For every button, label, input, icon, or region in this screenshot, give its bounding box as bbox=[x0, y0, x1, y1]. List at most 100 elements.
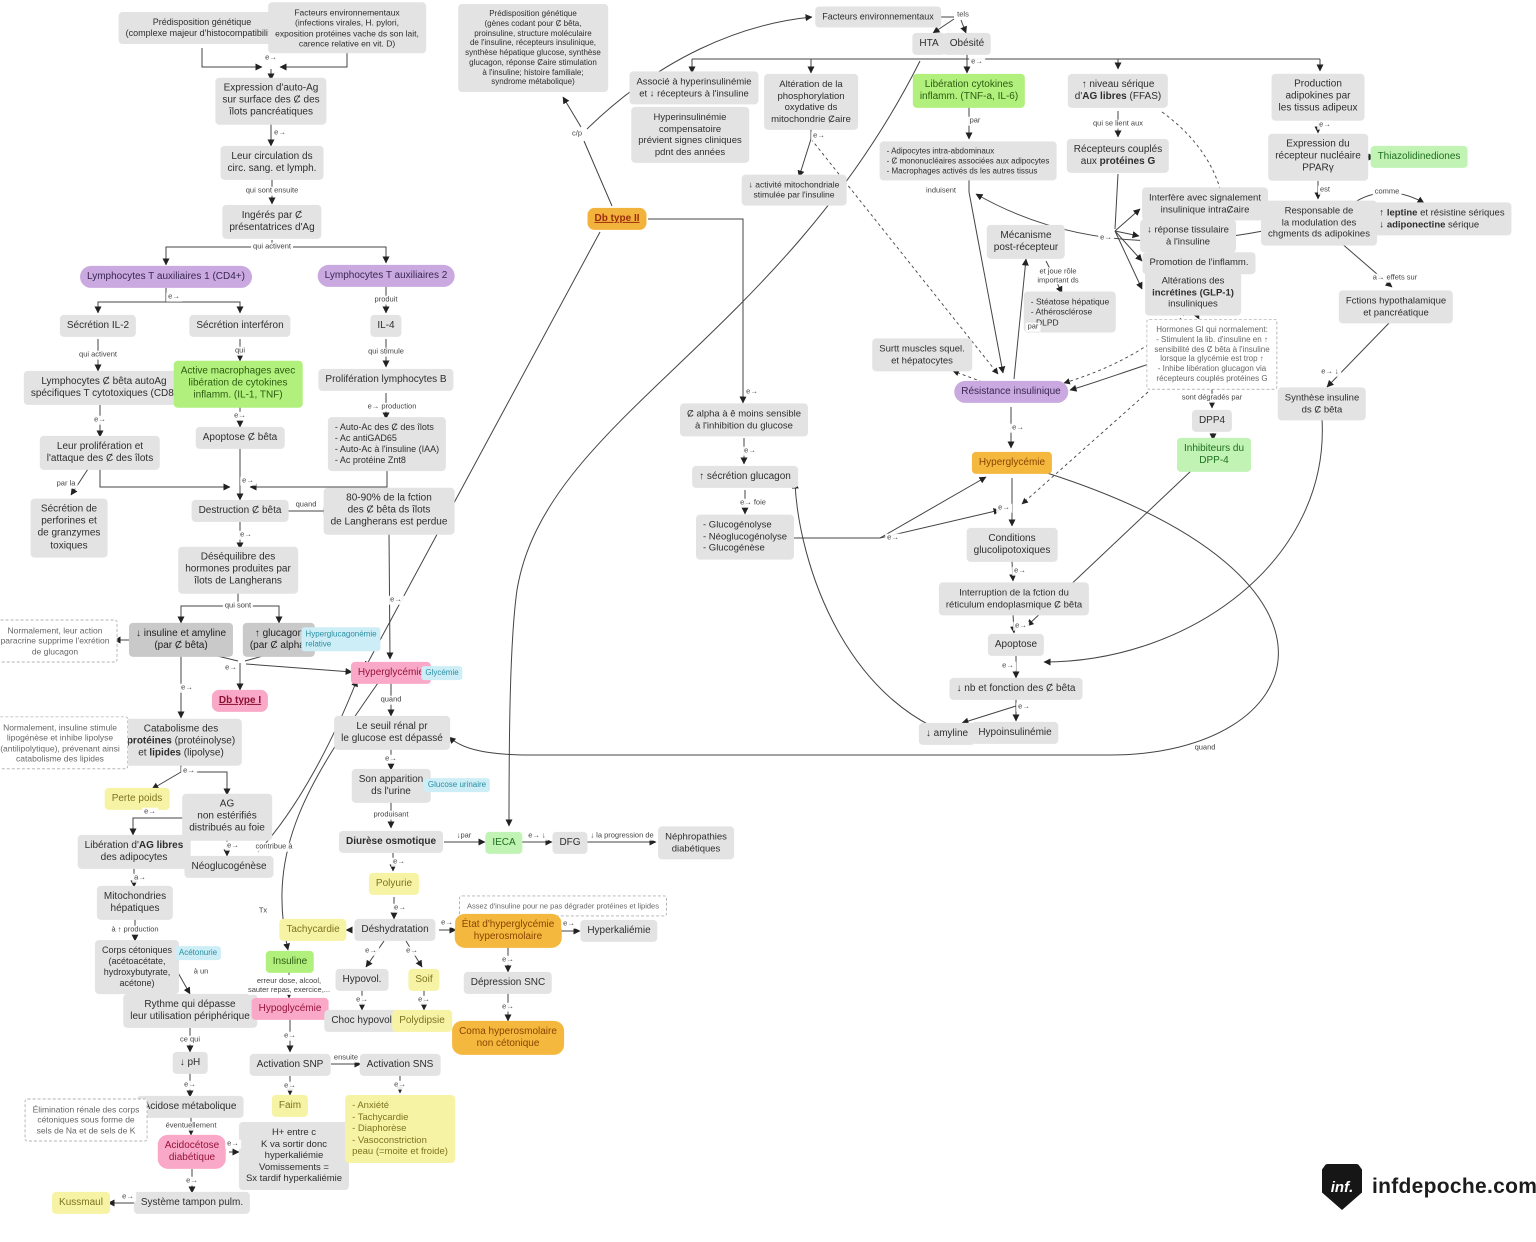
edge-label: e→ bbox=[92, 414, 108, 425]
edge-label: Tx bbox=[256, 905, 270, 916]
edge-line bbox=[1114, 230, 1143, 290]
edge-line bbox=[879, 476, 987, 539]
tag-acetonurie: Acétonurie bbox=[174, 946, 222, 960]
node-facteurs-environnementaux-t2: Facteurs environnementaux bbox=[815, 6, 941, 28]
node-hypoglycemie: Hypoglycémie bbox=[251, 997, 329, 1021]
edge-label: e→ bbox=[363, 945, 379, 956]
edge-line bbox=[1114, 230, 1140, 239]
edge-line bbox=[968, 191, 1006, 374]
edge-line bbox=[1043, 418, 1323, 666]
node-auto-ac-liste: - Auto-Ac des Ȼ des îlots- Ac antiGAD65-… bbox=[327, 417, 447, 471]
edge-label: qui se lient aux bbox=[1090, 118, 1146, 129]
edge-line bbox=[797, 138, 812, 178]
node-polyurie: Polyurie bbox=[368, 872, 420, 896]
edge-label: e→ ↓ bbox=[526, 830, 548, 841]
edge-label: e→ bbox=[184, 1175, 200, 1186]
edge-label: ↓ la progression de bbox=[588, 830, 656, 841]
node-thiazolidinediones: Thiazolidinediones bbox=[1370, 145, 1468, 169]
edge-label: e→ bbox=[181, 765, 197, 776]
edge-label: e→ bbox=[240, 475, 256, 486]
edge-line bbox=[961, 705, 1017, 725]
node-destruction-beta: Destruction Ȼ bêta bbox=[191, 499, 289, 523]
node-corps-cetoniques: Corps cétoniques(acétoacétate,hydroxybut… bbox=[94, 940, 180, 994]
edge-label: e→ bbox=[404, 945, 420, 956]
edge-line bbox=[879, 508, 1001, 539]
edge-label: ↓par bbox=[454, 830, 474, 841]
node-leptine-resistine: ↑ leptine et résistine sériques↓ adipone… bbox=[1372, 202, 1512, 236]
node-activation-sns: Activation SNS bbox=[359, 1053, 441, 1077]
edge-label: e→ bbox=[744, 386, 760, 397]
edge-label: ce qui bbox=[177, 1034, 203, 1045]
infdepoche-logo[interactable]: inf. infdepoche.com bbox=[1322, 1164, 1536, 1210]
edge-line bbox=[364, 231, 601, 669]
edge-line bbox=[1114, 173, 1119, 230]
edge-line bbox=[151, 771, 182, 790]
edge-label: e→ bbox=[1317, 119, 1333, 130]
edge-label: qui stimule bbox=[366, 346, 406, 357]
edge-line bbox=[1326, 320, 1392, 388]
infdepoche-site-text: infdepoche.com bbox=[1372, 1175, 1536, 1198]
node-kussmaul: Kussmaul bbox=[52, 1191, 110, 1215]
node-depression-snc: Dépression SNC bbox=[463, 971, 553, 995]
node-db-type-1: Db type I bbox=[211, 689, 269, 713]
edge-label: e→ bbox=[1013, 620, 1029, 631]
edge-label: par bbox=[967, 115, 983, 126]
edge-label: e→ bbox=[416, 994, 432, 1005]
node-systeme-tampon: Système tampon pulm. bbox=[133, 1191, 251, 1215]
edge-label: e→ bbox=[811, 130, 827, 141]
node-hta: HTA bbox=[912, 32, 946, 56]
node-facteurs-environnementaux-t1: Facteurs environnementaux(infections vir… bbox=[268, 2, 426, 54]
edge-label: e→ bbox=[282, 1080, 298, 1091]
edge-label: qui sont ensuite bbox=[243, 185, 301, 196]
edge-line bbox=[272, 246, 390, 264]
node-neoglucogenese: Néoglucogénèse bbox=[184, 855, 274, 879]
node-glucogenolyse-liste: - Glucogénolyse- Néoglucogénolyse- Gluco… bbox=[696, 514, 794, 560]
node-proliferation-lymphocytes-b: Prolifération lymphocytes B bbox=[318, 368, 454, 392]
node-baisse-ph: ↓ pH bbox=[172, 1051, 208, 1075]
edge-label: e→ bbox=[142, 806, 158, 817]
edge-label: e→ bbox=[561, 918, 577, 929]
edge-label: e→ bbox=[391, 856, 407, 867]
edge-label: est bbox=[1317, 184, 1333, 195]
node-adipocytes-liste: - Adipocytes intra-abdominaux- Ȼ mononuc… bbox=[879, 141, 1057, 181]
edge-line bbox=[586, 14, 813, 130]
edge-line bbox=[505, 60, 921, 827]
edge-label: e→ production bbox=[365, 401, 419, 412]
node-hypoinsulinemie: Hypoinsulinémie bbox=[971, 721, 1059, 745]
node-baisse-amyline: ↓ amyline bbox=[918, 722, 976, 746]
edge-label: éventuellement bbox=[163, 1120, 219, 1131]
node-apoptose-t2: Apoptose bbox=[987, 633, 1045, 657]
node-lymphocytes-t-aux-2: Lymphocytes T auxiliaires 2 bbox=[317, 264, 455, 288]
edge-label: e→ bbox=[1010, 422, 1026, 433]
edge-label: e→ bbox=[282, 1030, 298, 1041]
edge-line bbox=[245, 663, 353, 676]
edge-label: qui sont bbox=[222, 600, 254, 611]
edge-label: e→ bbox=[969, 56, 985, 67]
edge-line bbox=[177, 605, 238, 624]
node-predisposition-genetique-t2: Prédisposition génétique(gènes codant po… bbox=[458, 4, 608, 92]
node-dfg: DFG bbox=[552, 831, 588, 855]
edge-label: e→ bbox=[742, 445, 758, 456]
edge-label: produisant bbox=[371, 809, 411, 820]
